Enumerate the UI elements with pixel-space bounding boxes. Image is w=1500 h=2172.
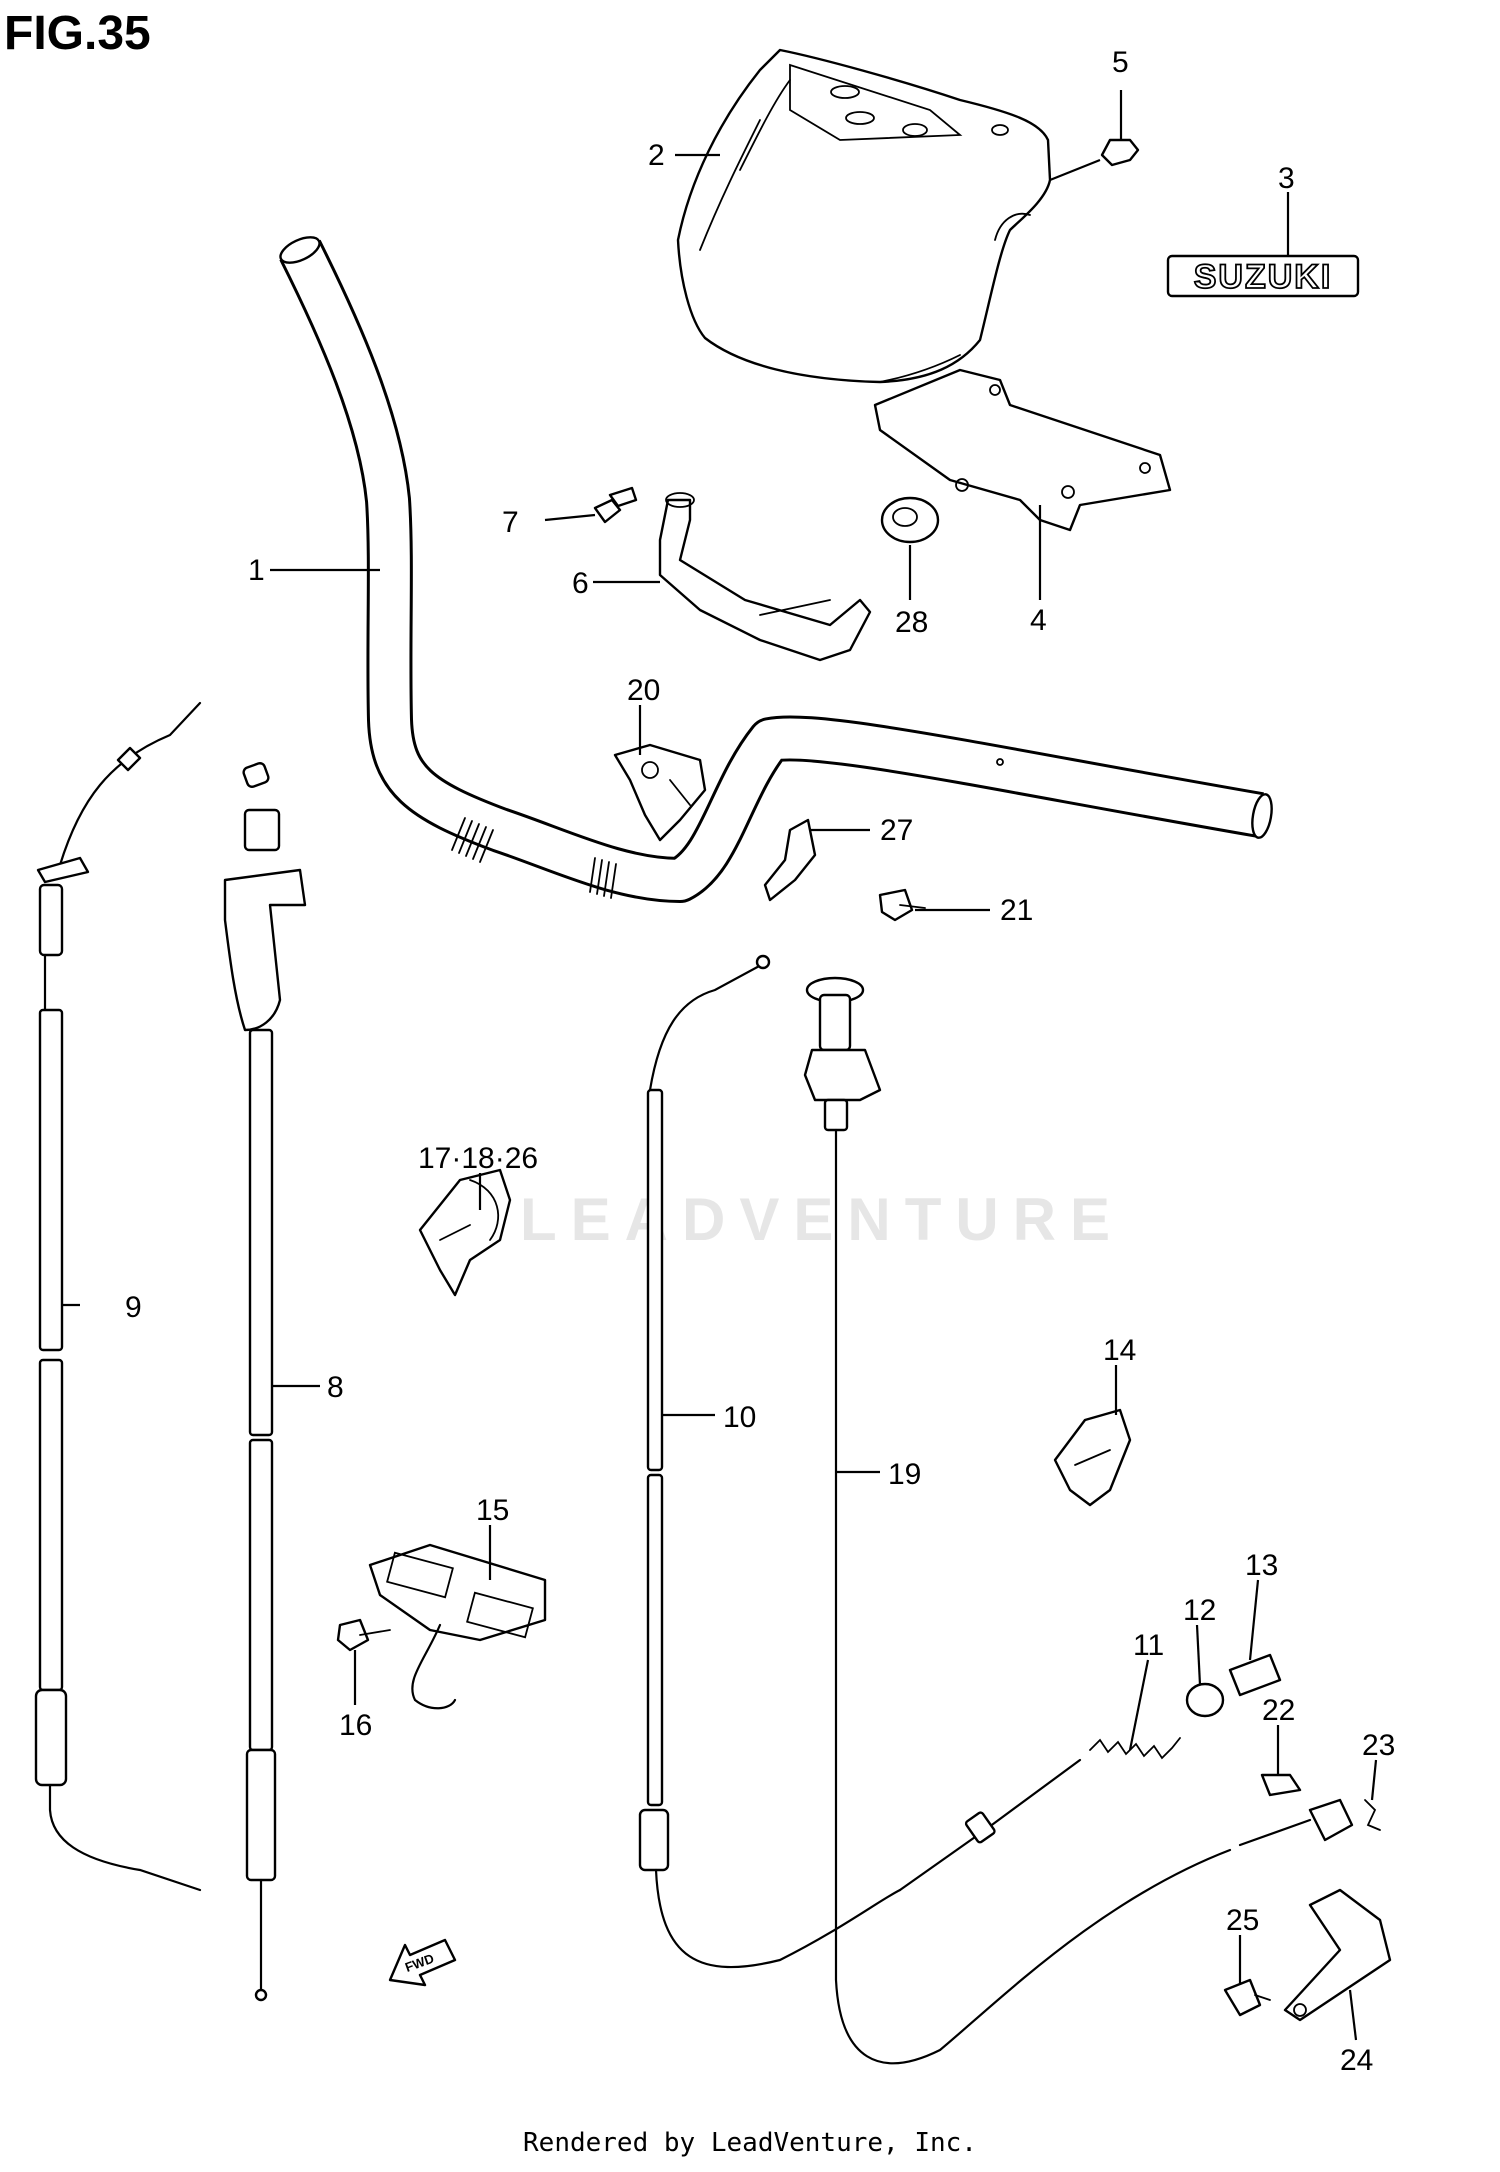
part-handlebar-cover[interactable] [676, 48, 1052, 384]
footer-credit: Rendered by LeadVenture, Inc. [523, 2128, 977, 2158]
part-clamp-20[interactable] [613, 743, 707, 842]
part-spring-11[interactable] [898, 1737, 1181, 1892]
callout-14: 14 [1103, 1334, 1136, 1367]
part-screw-7[interactable] [593, 486, 638, 524]
callout-22: 22 [1262, 1694, 1295, 1727]
callout-10: 10 [723, 1401, 756, 1434]
callout-7: 7 [502, 506, 519, 539]
callout-28: 28 [895, 606, 928, 639]
part-bolt-5[interactable] [1100, 138, 1140, 167]
figure-title: FIG.35 [4, 7, 151, 60]
callout-23: 23 [1362, 1729, 1395, 1762]
callout-9: 9 [125, 1291, 142, 1324]
callout-21: 21 [1000, 894, 1033, 927]
callout-4: 4 [1030, 604, 1047, 637]
watermark-text: LEADVENTURE [520, 1186, 1125, 1253]
callout-11: 11 [1133, 1629, 1164, 1662]
fwd-arrow-icon: FWD [388, 1938, 457, 1987]
part-suzuki-badge[interactable]: SUZUKI [1166, 254, 1360, 298]
handlebar-knurl-left [451, 817, 494, 863]
callout-5: 5 [1112, 46, 1129, 79]
part-bolt-13[interactable] [1228, 1653, 1282, 1697]
part-bolt-16[interactable] [336, 1618, 391, 1652]
callout-17-18-26: 17·18·26 [418, 1142, 538, 1175]
handlebar-knurl-right [589, 857, 617, 899]
callout-1: 1 [248, 554, 265, 587]
callout-6: 6 [572, 567, 589, 600]
callout-13: 13 [1245, 1549, 1278, 1582]
part-grommet[interactable] [880, 496, 940, 544]
callout-3: 3 [1278, 162, 1295, 195]
callout-2: 2 [648, 139, 665, 172]
part-holder-27[interactable] [763, 818, 817, 902]
part-clip-23[interactable] [1364, 1799, 1381, 1831]
part-handlebar[interactable] [277, 232, 1275, 903]
callout-27: 27 [880, 814, 913, 847]
callout-12: 12 [1183, 1594, 1216, 1627]
part-bolt-22[interactable] [1260, 1773, 1302, 1797]
callout-24: 24 [1340, 2044, 1373, 2077]
callout-16: 16 [339, 1709, 372, 1742]
callout-labels: 1 2 3 4 5 6 7 8 9 10 11 12 13 14 15 16 1… [125, 46, 1395, 2077]
callout-25: 25 [1226, 1904, 1259, 1937]
part-collar-12[interactable] [1185, 1682, 1225, 1718]
part-cable-8[interactable] [223, 762, 307, 2002]
part-clamp-17-18-26[interactable] [418, 1168, 512, 1297]
leader-lines [62, 90, 1378, 2041]
callout-8: 8 [327, 1371, 344, 1404]
part-throttle-cable-9[interactable] [34, 701, 202, 1892]
part-cover-bracket[interactable] [873, 368, 1172, 532]
part-choke-cable-19[interactable] [803, 976, 1232, 2065]
part-bolt-25[interactable] [1223, 1978, 1271, 2017]
part-lever-24[interactable] [1283, 1888, 1392, 2022]
suzuki-badge-label: SUZUKI [1194, 258, 1333, 296]
callout-15: 15 [476, 1494, 509, 1527]
part-clamp-14[interactable] [1053, 1408, 1132, 1507]
part-cable-bracket-15[interactable] [368, 1543, 547, 1710]
part-bolt-21[interactable] [878, 888, 926, 922]
part-cable-10[interactable] [638, 954, 902, 1969]
callout-19: 19 [888, 1458, 921, 1491]
part-fitting-cable-end[interactable] [1238, 1798, 1354, 1847]
callout-20: 20 [627, 674, 660, 707]
part-lower-bracket[interactable] [658, 492, 872, 662]
